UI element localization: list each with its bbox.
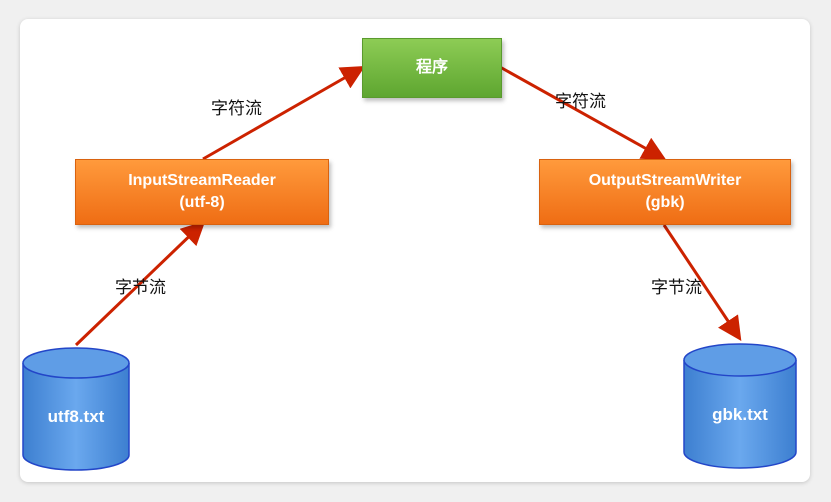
reader-name: InputStreamReader	[128, 172, 276, 189]
program-label: 程序	[415, 59, 448, 76]
arrow-program-to-writer	[499, 65, 667, 160]
right-byte-stream-label: 字节流	[651, 278, 702, 298]
left-byte-stream-label: 字节流	[115, 278, 166, 298]
program-node: 程序	[362, 38, 502, 98]
writer-charset: (gbk)	[645, 194, 685, 211]
arrow-writer-to-file	[662, 224, 742, 341]
source-file-cylinder	[22, 347, 130, 471]
left-char-stream-label: 字符流	[211, 99, 262, 119]
right-char-stream-label: 字符流	[555, 92, 606, 112]
arrow-file-to-reader	[74, 220, 206, 347]
source-file-label: utf8.txt	[47, 407, 105, 426]
target-file-label: gbk.txt	[712, 405, 768, 424]
output-stream-writer-node: OutputStreamWriter (gbk)	[539, 159, 791, 225]
input-stream-reader-node: InputStreamReader (utf-8)	[75, 159, 329, 225]
target-file-cylinder	[683, 343, 797, 469]
writer-name: OutputStreamWriter	[588, 172, 742, 189]
reader-charset: (utf-8)	[179, 194, 225, 211]
arrow-reader-to-program	[202, 66, 366, 161]
